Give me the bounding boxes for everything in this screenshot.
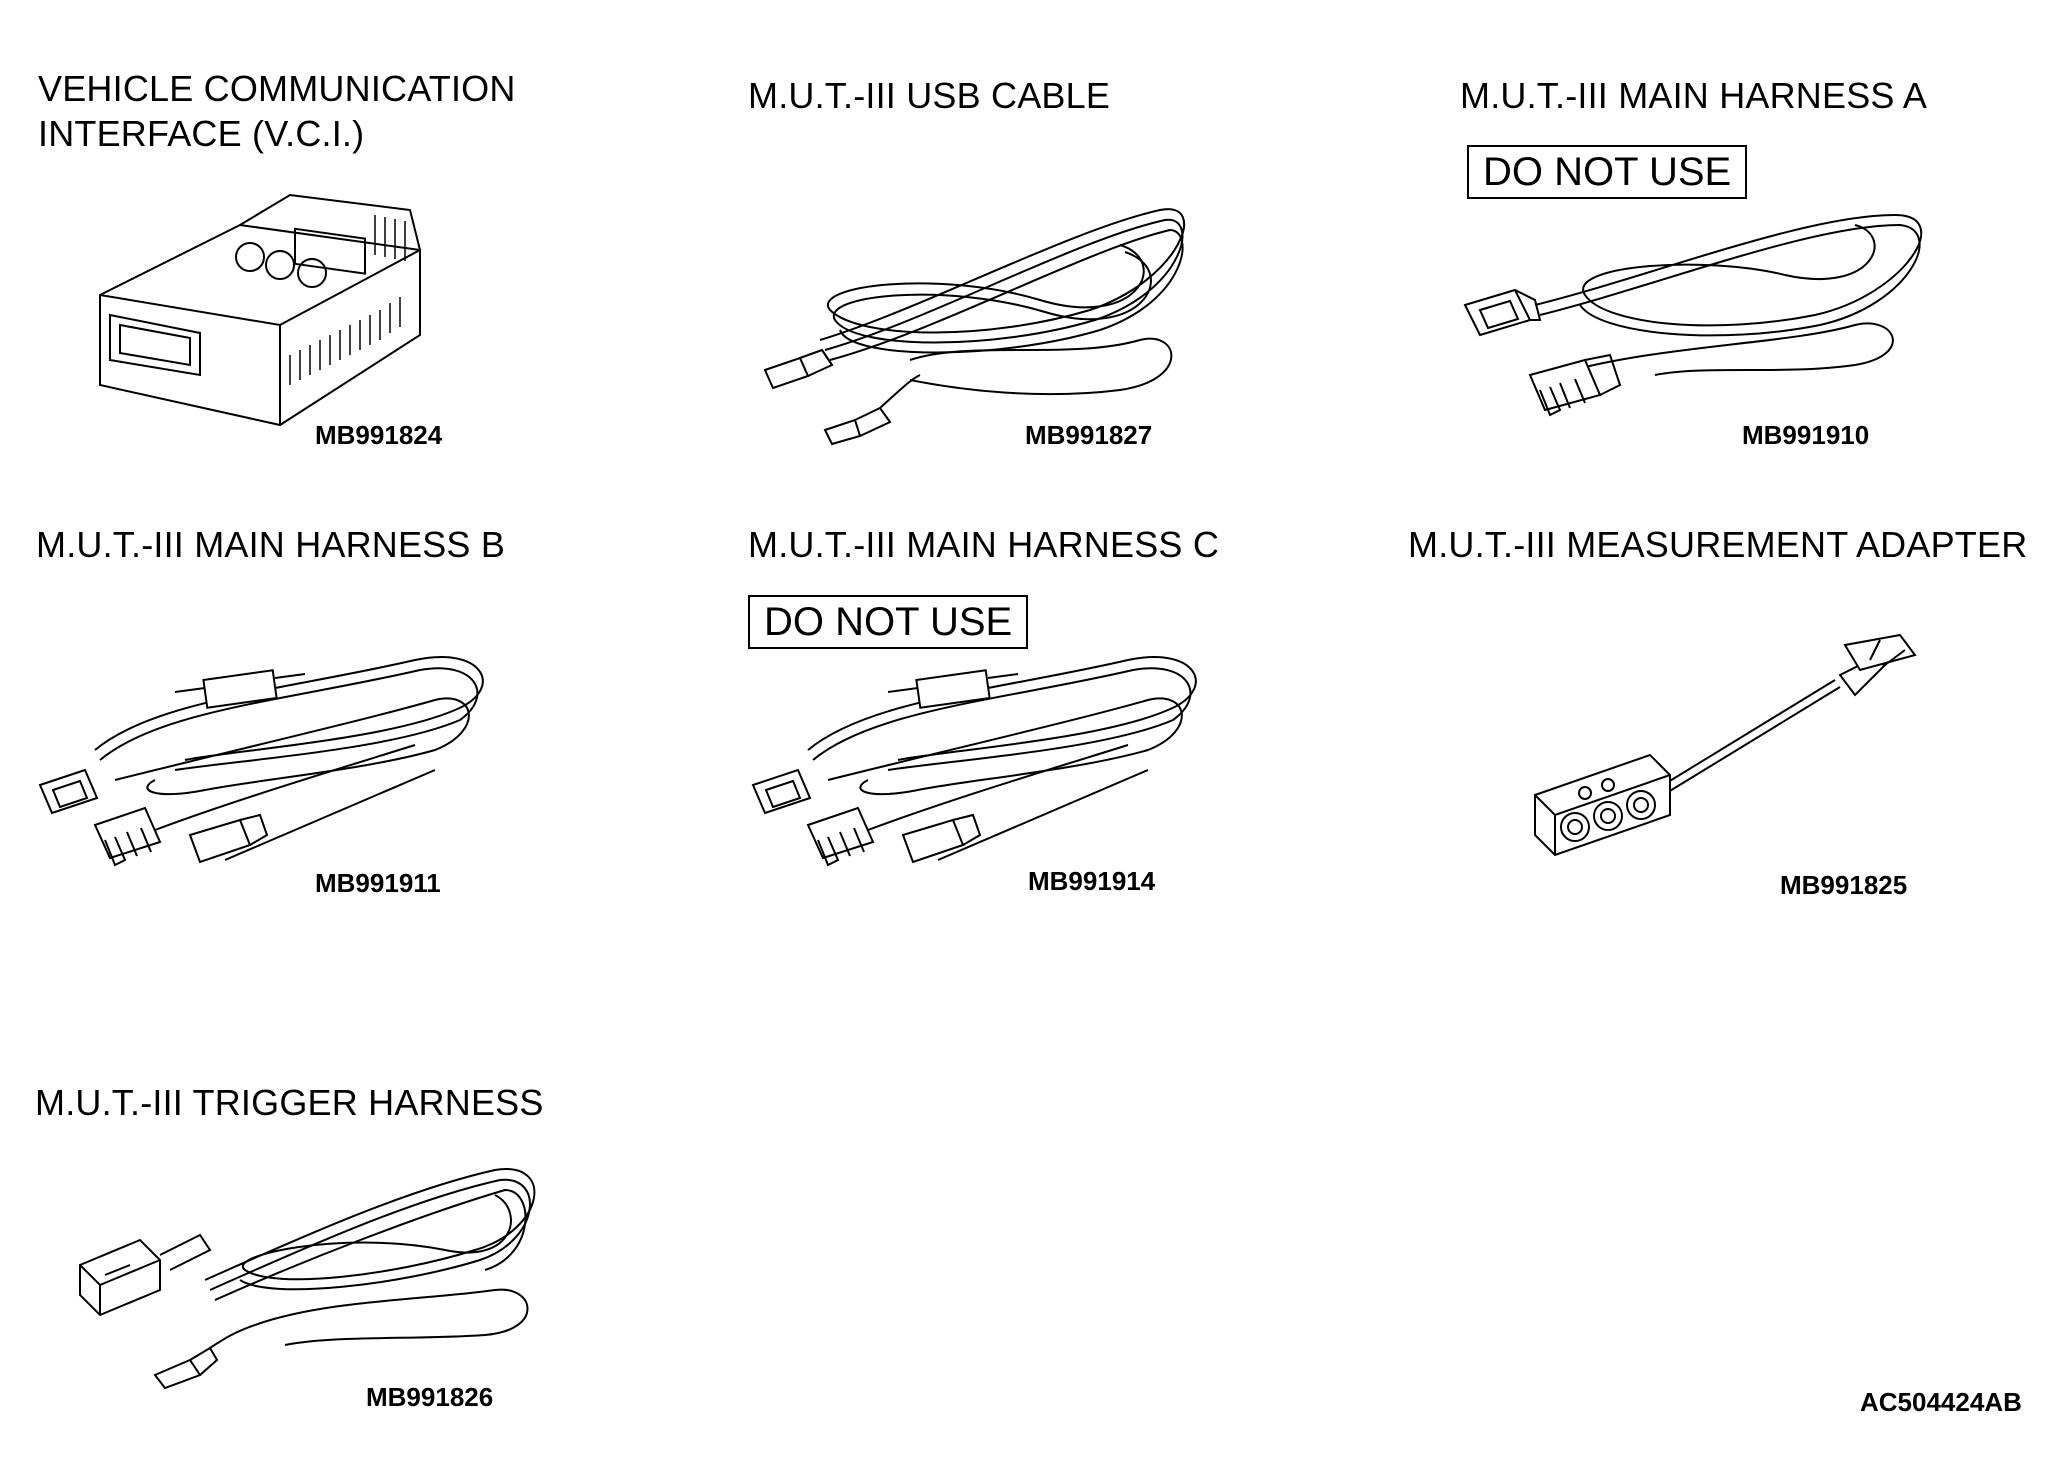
do-not-use-badge-c: DO NOT USE bbox=[748, 595, 1029, 649]
tool-title-main-harness-b: M.U.T.-III MAIN HARNESS B bbox=[36, 524, 506, 565]
tool-title-main-harness-a: M.U.T.-III MAIN HARNESS A bbox=[1460, 75, 1928, 116]
tool-title-measurement-adapter: M.U.T.-III MEASUREMENT ADAPTER bbox=[1408, 524, 2028, 565]
vci-device-icon bbox=[90, 185, 430, 435]
part-number-main-harness-b: MB991911 bbox=[315, 868, 441, 898]
part-number-vci: MB991824 bbox=[315, 420, 443, 450]
usb-cable-icon bbox=[740, 190, 1190, 440]
tool-title-main-harness-c: M.U.T.-III MAIN HARNESS C bbox=[748, 524, 1220, 565]
measurement-adapter-icon bbox=[1530, 635, 1930, 875]
main-harness-b-icon bbox=[35, 630, 505, 880]
main-harness-a-icon bbox=[1455, 195, 1935, 435]
part-number-main-harness-a: MB991910 bbox=[1742, 420, 1870, 450]
part-number-measurement-adapter: MB991825 bbox=[1780, 870, 1908, 900]
tool-title-vci: VEHICLE COMMUNICATION INTERFACE (V.C.I.) bbox=[38, 68, 516, 154]
figure-code: AC504424AB bbox=[1860, 1387, 2022, 1417]
tool-title-trigger-harness: M.U.T.-III TRIGGER HARNESS bbox=[35, 1082, 544, 1123]
tool-title-usb-cable: M.U.T.-III USB CABLE bbox=[748, 75, 1111, 116]
part-number-trigger-harness: MB991826 bbox=[366, 1382, 494, 1412]
main-harness-c-icon bbox=[748, 630, 1218, 880]
part-number-main-harness-c: MB991914 bbox=[1028, 866, 1156, 896]
trigger-harness-icon bbox=[75, 1160, 545, 1390]
part-number-usb-cable: MB991827 bbox=[1025, 420, 1153, 450]
do-not-use-badge-a: DO NOT USE bbox=[1467, 145, 1748, 199]
